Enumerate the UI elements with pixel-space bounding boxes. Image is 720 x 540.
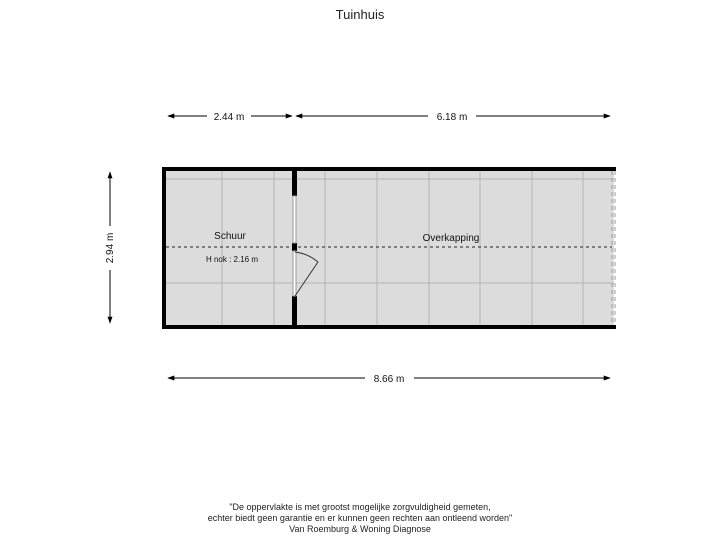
dimension-left: 2.94 m [105,171,116,324]
room-note-schuur: H nok : 2.16 m [206,255,258,264]
room-label-schuur: Schuur [214,231,246,242]
wall-bottom [162,325,616,329]
dimension-label-left: 2.94 m [105,233,116,264]
disclaimer: "De oppervlakte is met grootst mogelijke… [0,502,720,535]
wall-top [162,167,616,171]
dimension-top-right: 6.18 m [295,112,611,123]
door-swing [294,251,319,297]
schuur-floor [166,170,293,326]
open-side-edge [611,171,616,325]
wall-left [162,167,166,329]
room-label-overkapping: Overkapping [423,233,480,244]
disclaimer-line-2: echter biedt geen garantie en er kunnen … [207,513,513,523]
plan-title: Tuinhuis [335,7,385,22]
window-upper [292,195,297,244]
tile-grid [166,170,614,326]
door-opening [292,250,297,297]
dimension-top-left: 2.44 m [167,112,293,123]
disclaimer-line-3: Van Roemburg & Woning Diagnose [289,524,431,534]
partition-wall [292,167,297,329]
disclaimer-line-1: "De oppervlakte is met grootst mogelijke… [229,502,491,512]
dimension-label-top-left: 2.44 m [214,112,245,123]
dimension-bottom: 8.66 m [167,374,611,385]
overkapping-floor [296,170,614,326]
outer-walls [162,167,616,329]
dimension-label-bottom: 8.66 m [374,374,405,385]
dimension-label-top-right: 6.18 m [437,112,468,123]
